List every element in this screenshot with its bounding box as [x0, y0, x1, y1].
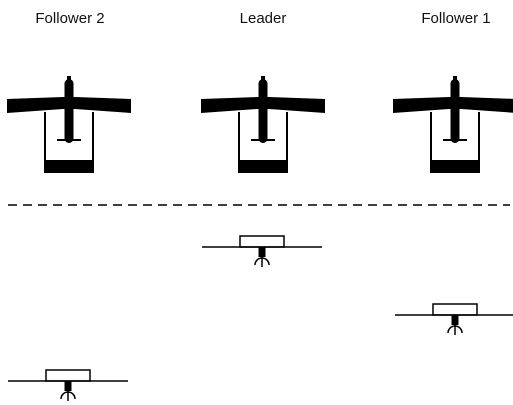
label-follower-2: Follower 2	[35, 10, 105, 27]
uav-top-view-icon	[5, 74, 133, 175]
label-follower-1: Follower 1	[421, 10, 491, 27]
uav-front-view-icon	[201, 235, 323, 268]
uav-front-view-icon	[394, 303, 513, 336]
uav-top-view-icon	[391, 74, 513, 175]
uav-top-view-icon	[199, 74, 327, 175]
label-leader: Leader	[239, 10, 287, 27]
uav-front-view-icon	[7, 369, 129, 402]
